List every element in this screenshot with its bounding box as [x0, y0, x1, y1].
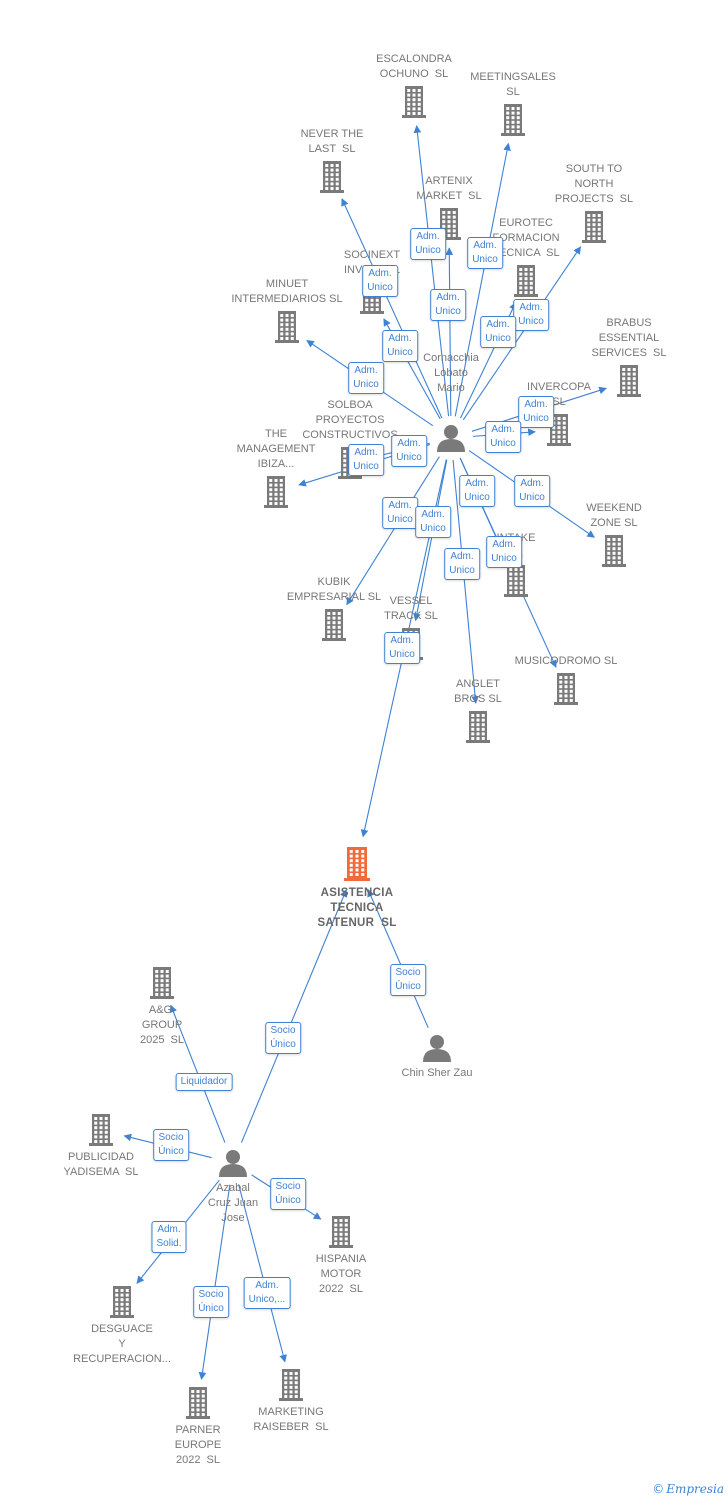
building-icon[interactable] — [554, 673, 578, 705]
node-name-azabal[interactable]: Azabal Cruz Juan Jose — [207, 1182, 259, 1224]
edge-chinsher-asistencia — [367, 888, 429, 1029]
node-name-eurotec[interactable]: EUROTEC FORMACION TECNICA SL — [492, 217, 560, 259]
edge-cornacchia-southnorth — [462, 246, 581, 421]
building-icon[interactable] — [402, 86, 426, 118]
building-icon[interactable] — [110, 1286, 134, 1318]
edge-label-azabal-asistencia[interactable]: Socio Único — [265, 1022, 301, 1054]
node-name-musicodromo[interactable]: MUSICODROMO SL — [514, 655, 618, 667]
edge-label-cornacchia-musicodromo[interactable]: Adm. Unico — [486, 536, 522, 568]
edge-label-chinsher-asistencia[interactable]: Socio Único — [390, 964, 426, 996]
node-name-anglet[interactable]: ANGLET BROS SL — [454, 678, 502, 705]
node-name-meetingsales[interactable]: MEETINGSALES SL — [470, 71, 556, 98]
building-icon[interactable] — [264, 476, 288, 508]
edge-label-cornacchia-socinext[interactable]: Adm. Unico — [382, 330, 418, 362]
building-icon[interactable] — [89, 1114, 113, 1146]
edge-cornacchia-vessel — [413, 459, 448, 622]
edge-cornacchia-nevethe — [341, 198, 443, 419]
edge-label-azabal-ag[interactable]: Liquidador — [175, 1073, 233, 1091]
node-name-parner[interactable]: PARNER EUROPE 2022 SL — [174, 1424, 222, 1466]
edge-label-cornacchia-brabus[interactable]: Adm. Unico — [518, 396, 554, 428]
building-icon[interactable] — [504, 565, 528, 597]
person-icon[interactable] — [423, 1035, 451, 1062]
building-icon[interactable] — [547, 414, 571, 446]
node-name-weekend[interactable]: WEEKEND ZONE SL — [586, 502, 642, 529]
building-icon[interactable] — [186, 1387, 210, 1419]
edge-label-cornacchia-anglet[interactable]: Adm. Unico — [444, 548, 480, 580]
building-icon[interactable] — [320, 161, 344, 193]
building-icon[interactable] — [275, 311, 299, 343]
node-name-invercopa[interactable]: INVERCOPA SL — [527, 381, 591, 408]
building-icon[interactable] — [329, 1216, 353, 1248]
node-name-minuet[interactable]: MINUET INTERMEDIARIOS SL — [231, 278, 343, 305]
edge-cornacchia-anglet — [452, 459, 479, 704]
node-name-solboa[interactable]: SOLBOA PROYECTOS CONSTRUCTIVOS — [302, 399, 398, 441]
edge-label-azabal-publicidad[interactable]: Socio Único — [153, 1129, 189, 1161]
edge-cornacchia-escalondra — [413, 125, 450, 417]
building-icon-main[interactable] — [344, 847, 370, 881]
edge-azabal-marketing — [238, 1184, 287, 1363]
edge-label-azabal-marketing[interactable]: Adm. Unico,... — [243, 1277, 291, 1309]
node-name-escalondra[interactable]: ESCALONDRA OCHUNO SL — [376, 53, 452, 80]
node-name-nevethe[interactable]: NEVER THE LAST SL — [300, 128, 364, 155]
edge-cornacchia-kubik — [346, 456, 440, 606]
node-name-marketing[interactable]: MARKETING RAISEBER SL — [253, 1406, 329, 1433]
brand-footer[interactable]: ©Empresia — [652, 1482, 724, 1496]
building-icon[interactable] — [322, 609, 346, 641]
node-name-chinsher[interactable]: Chin Sher Zau — [401, 1067, 473, 1079]
building-icon[interactable] — [150, 967, 174, 999]
node-name-cornacchia[interactable]: Cornacchia Lobato Mario — [423, 352, 479, 394]
building-icon[interactable] — [466, 711, 490, 743]
node-name-kubik[interactable]: KUBIK EMPRESARIAL SL — [286, 576, 382, 603]
edge-label-cornacchia-escalondra[interactable]: Adm. Unico — [410, 228, 446, 260]
building-icon[interactable] — [279, 1369, 303, 1401]
brand-name: Empresia — [666, 1482, 724, 1496]
node-name-brabus[interactable]: BRABUS ESSENTIAL SERVICES SL — [591, 317, 667, 359]
edge-label-cornacchia-artenix[interactable]: Adm. Unico — [430, 289, 466, 321]
edge-label-cornacchia-minuet[interactable]: Adm. Unico — [348, 362, 384, 394]
node-name-southnorth[interactable]: SOUTH TO NORTH PROJECTS SL — [554, 163, 634, 205]
edge-label-cornacchia-solboa[interactable]: Adm. Unico — [391, 435, 427, 467]
edge-azabal-parner — [198, 1184, 231, 1381]
node-name-vessel[interactable]: VESSEL TRACK SL — [384, 595, 438, 622]
building-icon[interactable] — [617, 365, 641, 397]
building-icon[interactable] — [582, 211, 606, 243]
edge-label-cornacchia-meetingsales[interactable]: Adm. Unico — [467, 237, 503, 269]
building-icon[interactable] — [501, 104, 525, 136]
building-icon[interactable] — [514, 265, 538, 297]
edge-label-cornacchia-asistencia[interactable]: Adm. Unico — [384, 632, 420, 664]
person-icon[interactable] — [219, 1150, 247, 1177]
edge-label-azabal-parner[interactable]: Socio Único — [193, 1286, 229, 1318]
node-name-asistencia[interactable]: ASISTENCIA TECNICA SATENUR SL — [317, 887, 397, 929]
edge-label-cornacchia-invercopa[interactable]: Adm. Unico — [485, 421, 521, 453]
node-name-themanagement[interactable]: THE MANAGEMENT IBIZA... — [236, 428, 316, 470]
building-icon[interactable] — [602, 535, 626, 567]
edge-label-azabal-hispania[interactable]: Socio Único — [270, 1178, 306, 1210]
node-name-publicidad[interactable]: PUBLICIDAD YADISEMA SL — [63, 1151, 139, 1178]
edge-label-cornacchia-themanagement[interactable]: Adm. Unico — [348, 444, 384, 476]
edge-label-cornacchia-vessel[interactable]: Adm. Unico — [415, 506, 451, 538]
edge-cornacchia-artenix — [445, 247, 454, 417]
edge-label-cornacchia-nevethe[interactable]: Adm. Unico — [362, 265, 398, 297]
edge-azabal-asistencia — [240, 889, 348, 1143]
edge-label-cornacchia-eurotec[interactable]: Adm. Unico — [480, 316, 516, 348]
person-icon[interactable] — [437, 425, 465, 452]
edge-label-cornacchia-southnorth[interactable]: Adm. Unico — [513, 299, 549, 331]
node-name-ag[interactable]: A&G. GROUP 2025 SL — [139, 1004, 185, 1046]
copyright-icon: © — [652, 1482, 665, 1496]
edge-label-cornacchia-intake[interactable]: Adm. Unico — [459, 475, 495, 507]
node-name-artenix[interactable]: ARTENIX MARKET SL — [416, 175, 482, 202]
edge-cornacchia-meetingsales — [454, 142, 511, 417]
edge-label-cornacchia-kubik[interactable]: Adm. Unico — [382, 497, 418, 529]
edge-label-cornacchia-weekend[interactable]: Adm. Unico — [514, 475, 550, 507]
edge-label-azabal-desguace[interactable]: Adm. Solid. — [151, 1221, 187, 1253]
node-name-hispania[interactable]: HISPANIA MOTOR 2022 SL — [315, 1253, 367, 1295]
node-name-desguace[interactable]: DESGUACE Y RECUPERACION... — [73, 1323, 171, 1365]
